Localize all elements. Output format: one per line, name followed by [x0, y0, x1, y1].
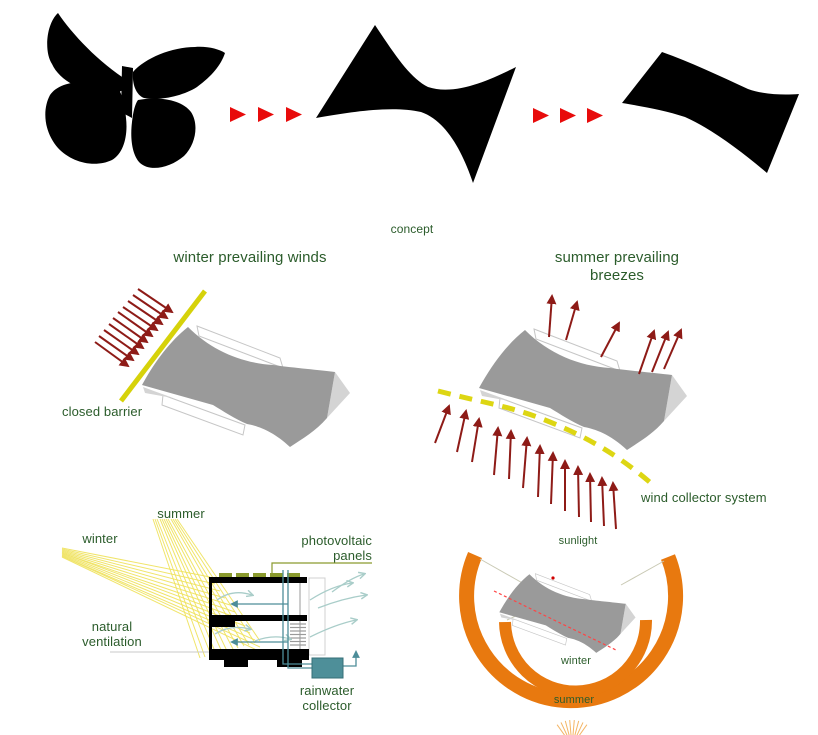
ventilation-flow-arrows	[214, 574, 366, 642]
rainwater-collector-label: rainwater collector	[299, 683, 355, 714]
refined-building-form	[622, 52, 799, 173]
photovoltaic-panels-label: photovoltaic panels	[301, 533, 372, 564]
sunlight-title: sunlight	[558, 535, 598, 547]
section-winter-label: winter	[82, 531, 118, 546]
butterfly-silhouette-icon	[45, 13, 225, 168]
sun-arc-summer-label: summer	[553, 694, 595, 706]
louver-hatch	[290, 623, 306, 646]
pv-leader-line	[271, 562, 372, 576]
summer-sun-rays	[152, 518, 261, 659]
transition-arrows-right	[533, 108, 603, 123]
summer-breeze-arrows	[434, 404, 619, 530]
solstice-marker-dot	[551, 576, 555, 580]
winter-sun-arc	[499, 619, 653, 698]
sun-arc-winter-label: winter	[561, 655, 591, 667]
winter-sun-rays	[61, 547, 266, 655]
natural-ventilation-label: natural ventilation	[82, 619, 142, 650]
winter-wind-arrows	[94, 288, 174, 368]
summer-breezes-title: summer prevailing breezes	[554, 249, 680, 284]
rainwater-collector-box	[311, 657, 344, 679]
transition-arrows-left	[230, 107, 302, 122]
abstract-butterfly-form	[316, 25, 516, 183]
concept-caption: concept	[390, 222, 434, 236]
sunburst-icon	[556, 720, 588, 735]
shaft-outline	[308, 577, 326, 656]
winter-winds-title: winter prevailing winds	[173, 249, 327, 266]
closed-barrier-line	[119, 289, 207, 403]
building-plan-sunlight	[498, 573, 636, 654]
rainwater-pipes	[230, 570, 360, 669]
section-slabs	[209, 577, 309, 667]
summer-sun-arc	[459, 552, 684, 709]
section-summer-label: summer	[157, 506, 205, 521]
wind-collector-dashed-line	[437, 388, 654, 486]
closed-barrier-label: closed barrier	[62, 404, 143, 419]
wind-collector-label: wind collector system	[641, 490, 767, 505]
summer-exhaust-arrows	[546, 294, 683, 375]
solstice-axis-dashed	[493, 590, 617, 651]
building-plan-winter	[141, 325, 351, 448]
